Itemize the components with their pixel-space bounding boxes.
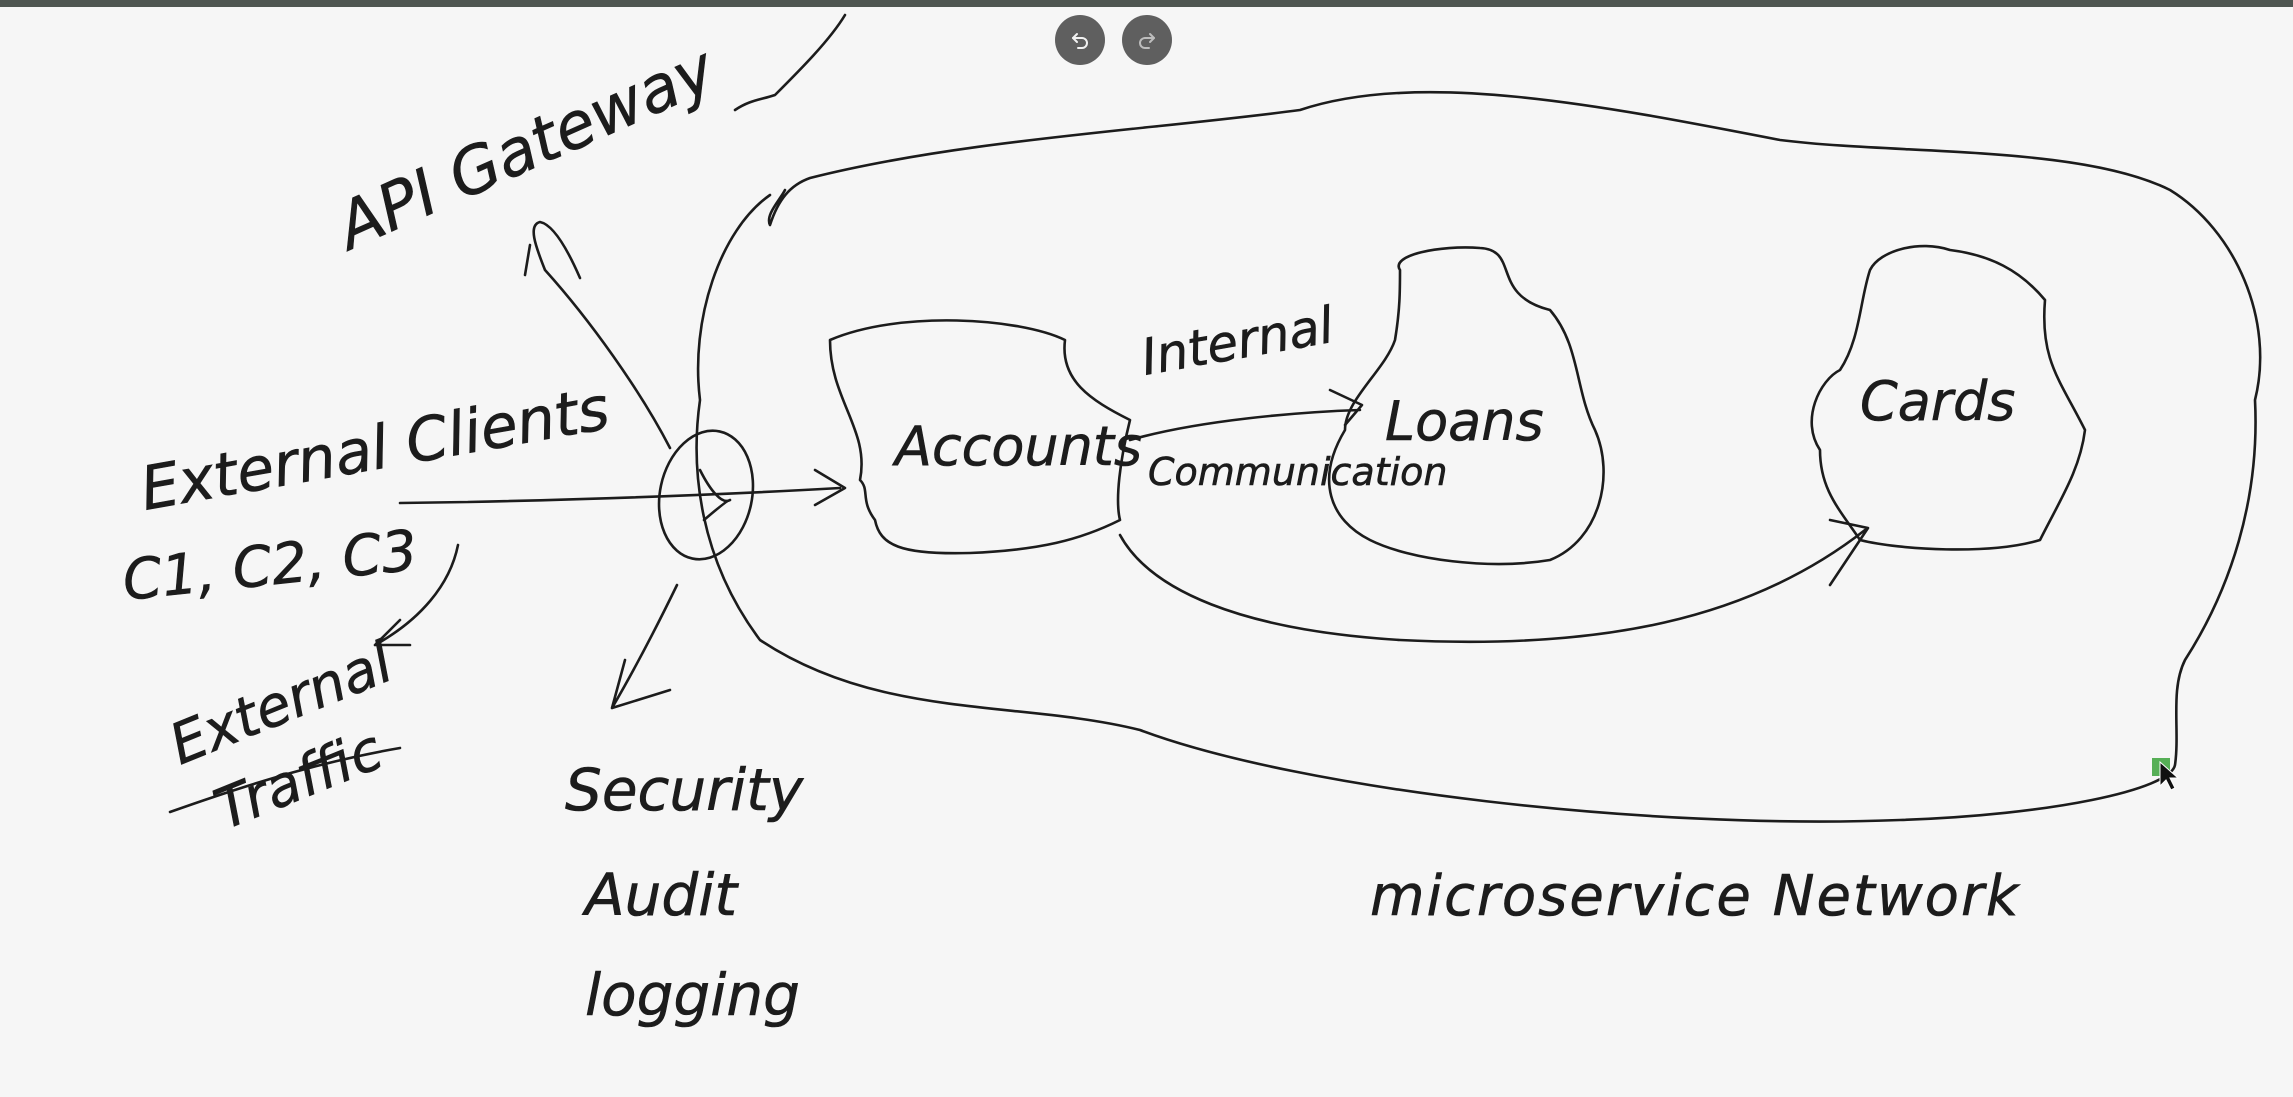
microservice-network-boundary <box>695 90 2262 823</box>
security-label-line2: Audit <box>581 861 739 929</box>
internal-label: Internal <box>1137 296 1338 387</box>
accounts-to-cards-arrow <box>1118 518 1870 644</box>
security-label-line3: logging <box>585 961 800 1029</box>
external-clients-label: External Clients <box>135 374 614 525</box>
external-traffic-arrow <box>373 543 460 647</box>
api-gateway-check-mark <box>733 13 847 112</box>
api-gateway-label: API Gateway <box>323 32 727 266</box>
security-label-line1: Security <box>565 756 804 824</box>
window-top-bar <box>0 0 2293 7</box>
internal-communication-arrow <box>1128 388 1364 442</box>
communication-label: Communication <box>1148 450 1448 494</box>
api-gateway-pointer-arrow <box>523 220 672 450</box>
loans-service-blob <box>1327 246 1605 566</box>
cards-service-blob <box>1810 244 2087 551</box>
security-arrow <box>610 583 679 710</box>
redo-icon <box>1139 33 1155 49</box>
pointer-cursor-icon <box>2152 758 2180 791</box>
accounts-service-blob <box>828 319 1132 555</box>
undo-button[interactable] <box>1055 15 1105 65</box>
undo-icon <box>1072 33 1088 49</box>
external-traffic-underline <box>168 746 402 814</box>
gateway-node <box>657 429 755 561</box>
clients-list-label: C1, C2, C3 <box>120 518 421 614</box>
cards-label: Cards <box>1860 370 2015 433</box>
accounts-label: Accounts <box>892 415 1142 478</box>
redo-button[interactable] <box>1122 15 1172 65</box>
whiteboard-canvas[interactable] <box>0 7 2293 1097</box>
external-clients-arrow <box>398 468 847 507</box>
network-label: microservice Network <box>1370 864 2021 929</box>
loans-label: Loans <box>1385 390 1544 453</box>
